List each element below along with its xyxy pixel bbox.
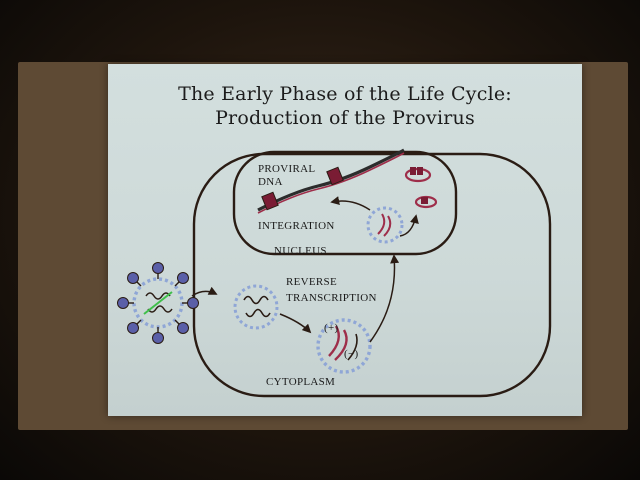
viral-rna-complex <box>233 284 279 330</box>
circular-viral-dna <box>404 167 438 209</box>
label-integration: INTEGRATION <box>258 220 335 232</box>
label-transcription: TRANSCRIPTION <box>286 292 377 304</box>
arrow-to-circles <box>399 214 419 237</box>
label-cytoplasm: CYTOPLASM <box>266 376 335 388</box>
life-cycle-diagram: PROVIRAL DNA INTEGRATION NUCLEUS REVERSE… <box>117 148 552 398</box>
arrow-integration <box>330 196 371 211</box>
provirus-ltr-right <box>326 166 344 186</box>
arrow-uncoat-to-rt <box>279 313 312 334</box>
label-dna: DNA <box>258 176 283 188</box>
slide: The Early Phase of the Life Cycle: Produ… <box>108 64 582 416</box>
label-plus-strand: (+) <box>324 322 338 334</box>
label-nucleus: NUCLEUS <box>274 245 327 257</box>
host-chromosomal-dna <box>257 148 405 214</box>
label-proviral: PROVIRAL <box>258 163 315 175</box>
label-minus-strand: (−) <box>344 348 358 360</box>
preintegration-complex <box>366 206 404 244</box>
reverse-transcription-complex <box>316 318 372 374</box>
slide-title-line-2: Production of the Provirus <box>215 107 475 129</box>
arrow-rt-to-nucleus <box>369 254 400 343</box>
nucleus-membrane <box>232 150 458 256</box>
slide-title-line-1: The Early Phase of the Life Cycle: <box>178 83 512 105</box>
arrow-entry <box>191 286 218 297</box>
hiv-virion <box>117 262 199 344</box>
provirus-ltr-left <box>261 191 279 211</box>
label-reverse: REVERSE <box>286 276 337 288</box>
cell-membrane <box>192 152 552 398</box>
